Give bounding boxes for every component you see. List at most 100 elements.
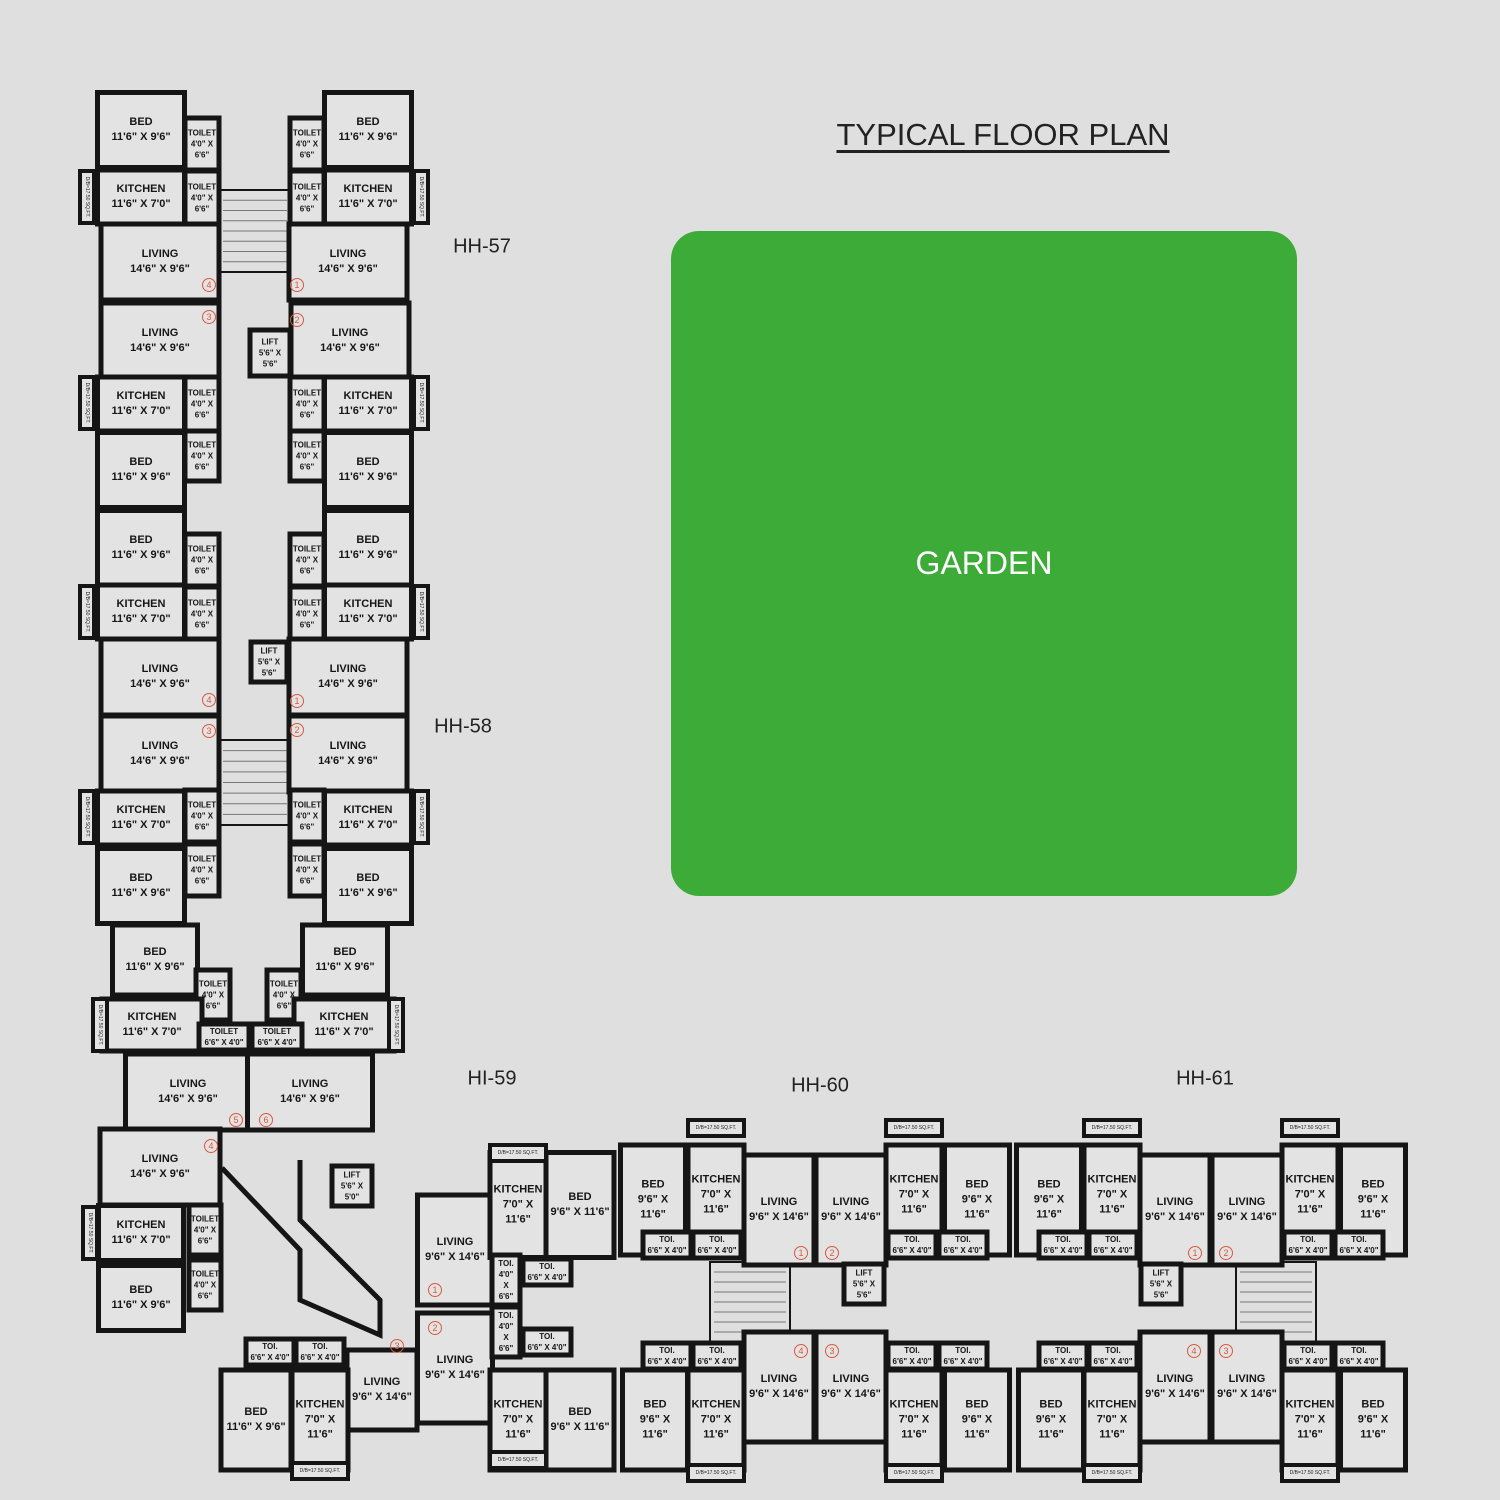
flat-number-badge: 3 [202,724,216,738]
room-wall [110,922,200,998]
room-dimensions: 11'6" X 9'6" [338,887,398,899]
room-name: KITCHEN [691,1398,741,1411]
room-wall [196,1021,252,1053]
room-dimensions: 9'6" X 11'6" [550,1206,610,1218]
room-name: BED [129,1284,153,1296]
room-dimensions: 9'6" X 11'6" [961,1193,993,1221]
room-name: TOILET [292,182,322,192]
flat-number-badge: 3 [1219,1344,1233,1358]
room-name: LIVING [832,1196,870,1208]
building-label-hi59: HI-59 [467,1067,517,1090]
room-wall [885,1340,939,1372]
room-name: KITCHEN [127,1011,177,1023]
room-name: LIFT [261,337,279,347]
room-name: TOI. [1105,1235,1121,1244]
room-wall [182,841,222,899]
room-wall [543,1150,617,1260]
room-name: KITCHEN [493,1183,543,1196]
room-dimensions: 11'6" X 7'0" [122,1026,182,1038]
room-toi: TOI.6'6" X 4'0" [646,1234,688,1256]
dry-balcony-label: D/B=17.50 SQ.FT. [1091,1470,1133,1476]
room-dimensions: 9'6" X 14'6" [352,1391,412,1403]
room-toi: TOI.6'6" X 4'0" [646,1345,688,1367]
room-dimensions: 6'6" X 4'0" [1339,1357,1379,1366]
room-wall [543,1367,617,1473]
room-wall [1281,1229,1335,1261]
dry-balcony-label: D/B=17.50 SQ.FT. [1289,1470,1331,1476]
room-wall [620,1367,690,1473]
room-name: LIVING [363,1376,401,1388]
room-dimensions: 4'0" X 6'6" [295,139,319,160]
room-dimensions: 6'6" X 4'0" [943,1357,983,1366]
dry-balcony [1082,1118,1142,1138]
room-dimensions: 14'6" X 9'6" [130,755,190,767]
room-name: KITCHEN [116,1219,166,1231]
room-name: TOILET [262,1027,292,1036]
room-name: TOILET [187,544,217,554]
room-wall [1086,1340,1140,1372]
dry-balcony [884,1463,944,1483]
room-toi: TOI.6'6" X 4'0" [1287,1234,1329,1256]
room-name: TOILET [190,1269,220,1279]
room-toi: TOI.6'6" X 4'0" [299,1341,341,1363]
room-toi: TOI.6'6" X 4'0" [696,1345,738,1367]
room-name: LIVING [760,1196,798,1208]
room-dimensions: 4'0" X 6'6" [272,990,296,1011]
room-toi: TOI.6'6" X 4'0" [1042,1345,1084,1367]
flat-number-badge: 2 [290,313,304,327]
dry-balcony-label: D/B=17.50 SQ.FT. [84,176,90,218]
dry-balcony-label: D/B=17.50 SQ.FT. [87,1212,93,1254]
room-toi: TOI.6'6" X 4'0" [526,1331,568,1353]
room-dimensions: 6'6" X 4'0" [527,1273,567,1282]
room-name: TOI. [709,1346,725,1355]
room-dimensions: 4'0" X 6'6" [295,865,319,886]
room-name: TOI. [659,1235,675,1244]
room-name: TOILET [198,979,228,989]
room-name: TOILET [292,440,322,450]
room-toi: TOI.6'6" X 4'0" [1092,1345,1134,1367]
room-dimensions: 11'6" X 9'6" [111,549,171,561]
room-dimensions: 4'0" X 6'6" [193,1280,217,1301]
room-dimensions: 6'6" X 4'0" [1093,1357,1133,1366]
room-name: KITCHEN [1285,1398,1335,1411]
room-name: TOILET [187,182,217,192]
room-name: KITCHEN [889,1398,939,1411]
room-name: KITCHEN [343,183,393,195]
flat-number-badge: 5 [229,1113,243,1127]
room-dimensions: 6'6" X 4'0" [1339,1246,1379,1255]
room-name: LIVING [329,663,367,675]
room-dimensions: 4'0" X 6'6" [190,865,214,886]
dry-balcony-label: D/B=17.50 SQ.FT. [84,796,90,838]
room-wall [1036,1229,1090,1261]
room-dimensions: 9'6" X 14'6" [821,1211,881,1223]
dry-balcony [81,1205,99,1261]
dry-balcony [686,1118,746,1138]
room-dimensions: 6'6" X 4'0" [1288,1246,1328,1255]
dry-balcony [412,375,430,431]
room-name: LIFT [855,1268,873,1278]
room-dimensions: 9'6" X 11'6" [1357,1193,1389,1221]
room-wall [1338,1367,1408,1473]
room-name: TOILET [190,1214,220,1224]
room-name: TOI. [262,1342,278,1351]
building-label-hh61: HH-61 [1176,1067,1234,1090]
room-dimensions: 11'6" X 7'0" [338,405,398,417]
dry-balcony-label: D/B=17.50 SQ.FT. [1289,1125,1331,1131]
